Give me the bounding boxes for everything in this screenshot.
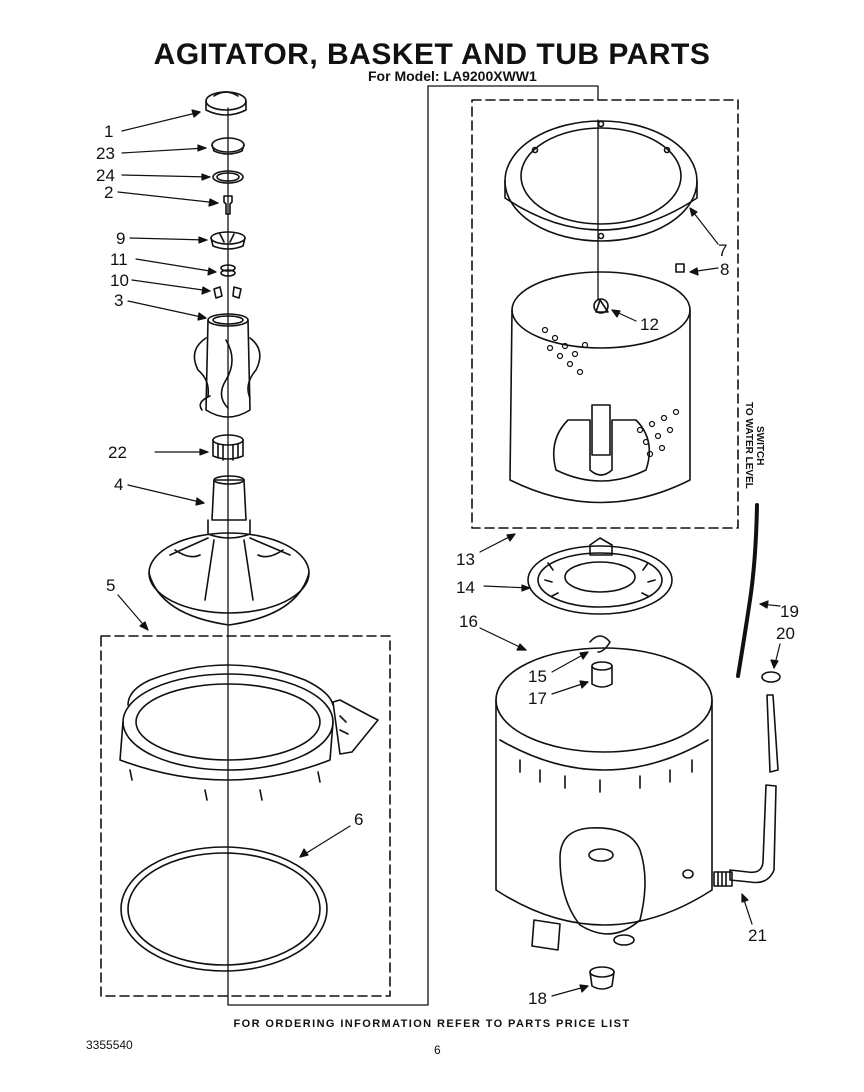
callout-17: 17 [528, 689, 547, 708]
callout-20: 20 [776, 624, 795, 643]
page-number: 6 [434, 1043, 441, 1057]
balance-ring-part [504, 120, 698, 242]
callout-12: 12 [640, 315, 659, 334]
callout-10: 10 [110, 271, 129, 290]
callout-4: 4 [114, 475, 123, 494]
water-level-hose-part [736, 503, 759, 678]
callout-9: 9 [116, 229, 125, 248]
callout-22: 22 [108, 443, 127, 462]
callout-16: 16 [459, 612, 478, 631]
dogs-part [213, 286, 242, 299]
basket-part [509, 271, 691, 504]
hose-clamp-part [761, 671, 781, 683]
cam-part [210, 231, 246, 250]
callout-15: 15 [528, 667, 547, 686]
assembly-reference-line [227, 85, 599, 1006]
callout-19: 19 [780, 602, 799, 621]
callout-21: 21 [748, 926, 767, 945]
spring-part [220, 264, 236, 277]
callout-24: 24 [96, 166, 115, 185]
callout-6: 6 [354, 810, 363, 829]
agitator-cap-part [205, 91, 247, 116]
tub-ring-seal-part [120, 846, 328, 972]
o-ring-part [212, 170, 244, 184]
ordering-note: FOR ORDERING INFORMATION REFER TO PARTS … [233, 1018, 631, 1030]
agitator-barrel-part [193, 313, 261, 418]
tub-ring-group-box [100, 635, 391, 997]
callout-8: 8 [720, 260, 729, 279]
bolt-part [223, 195, 233, 215]
side-label-line2: SWITCH [754, 426, 765, 465]
balance-ring-bolt-part [675, 263, 685, 273]
outer-tub-part [495, 647, 713, 951]
callout-23: 23 [96, 144, 115, 163]
basket-group-box [471, 99, 739, 529]
model-subtitle: For Model: LA9200XWW1 [368, 68, 537, 84]
callout-3: 3 [114, 291, 123, 310]
agitator-base-part [148, 475, 310, 626]
tub-bearing-part [591, 661, 613, 688]
water-level-switch-label: TO WATER LEVEL SWITCH [743, 402, 765, 489]
callout-2: 2 [104, 183, 113, 202]
document-number: 3355540 [86, 1038, 133, 1052]
callout-5: 5 [106, 576, 115, 595]
drive-hub-part [527, 537, 673, 615]
drain-hose-part [713, 694, 779, 887]
callout-11: 11 [110, 250, 128, 269]
side-label-line1: TO WATER LEVEL [743, 402, 754, 489]
tub-nut-clip-part [589, 635, 611, 653]
leader-arrows [117, 109, 781, 997]
callout-7: 7 [718, 241, 727, 260]
callout-14: 14 [456, 578, 475, 597]
callout-18: 18 [528, 989, 547, 1008]
one-way-clutch-part [212, 434, 244, 461]
tub-ring-part [119, 664, 379, 801]
callout-1: 1 [104, 122, 113, 141]
drain-plug-part [589, 966, 615, 990]
page-title: AGITATOR, BASKET AND TUB PARTS [153, 38, 711, 71]
callout-13: 13 [456, 550, 475, 569]
cap-insert-part [211, 137, 245, 155]
